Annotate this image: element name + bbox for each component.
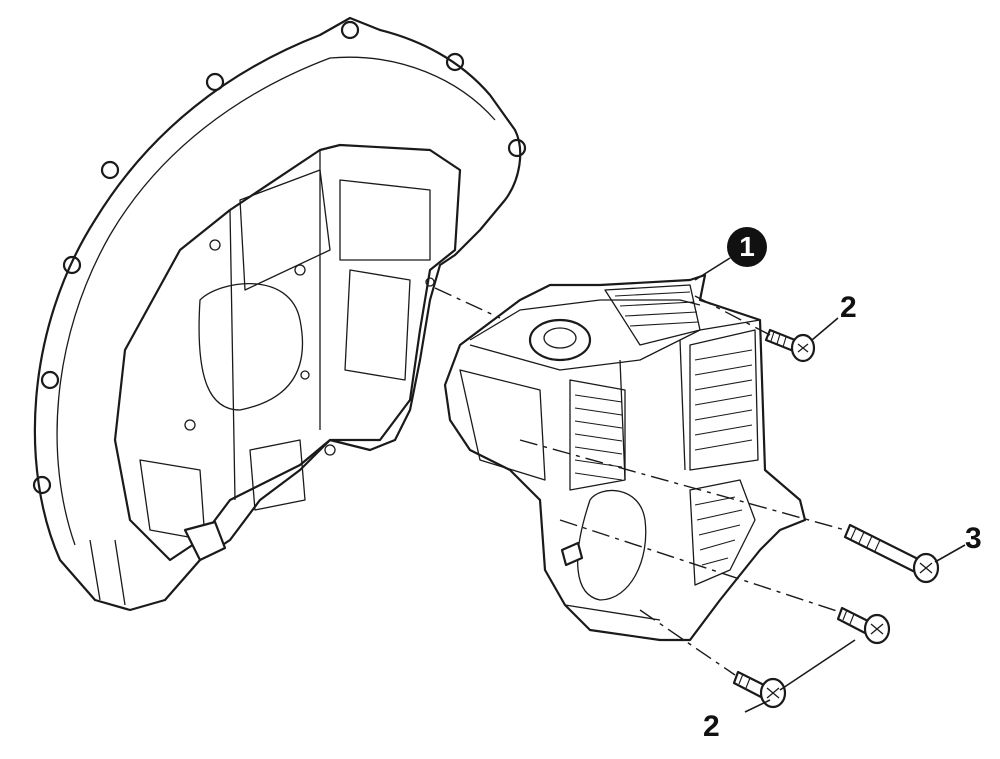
fan-housing	[32, 16, 527, 612]
leader-2-bottom	[779, 639, 856, 691]
leader-1	[694, 257, 731, 281]
callout-1-badge: 1	[727, 227, 767, 267]
grille-right	[689, 329, 759, 471]
grille-front	[569, 379, 626, 491]
screw-middle	[836, 606, 891, 645]
assembly-line-housing	[434, 287, 501, 319]
assembly-line-long	[519, 439, 846, 531]
callout-2-top: 2	[840, 291, 857, 324]
grille-top	[604, 284, 701, 346]
assembly-line-bottom	[639, 609, 736, 676]
leader-2-bottom-b	[744, 699, 771, 713]
assembly-line-middle	[559, 519, 841, 613]
screw-long	[843, 523, 940, 584]
screw-bottom	[732, 670, 787, 709]
shroud-cover	[443, 273, 807, 642]
assembly-line-top	[694, 295, 771, 336]
callout-3: 3	[965, 522, 982, 555]
screw-top	[764, 328, 816, 363]
callout-2-bottom: 2	[703, 710, 720, 743]
leader-2-top	[811, 317, 839, 341]
leader-3	[934, 544, 966, 563]
